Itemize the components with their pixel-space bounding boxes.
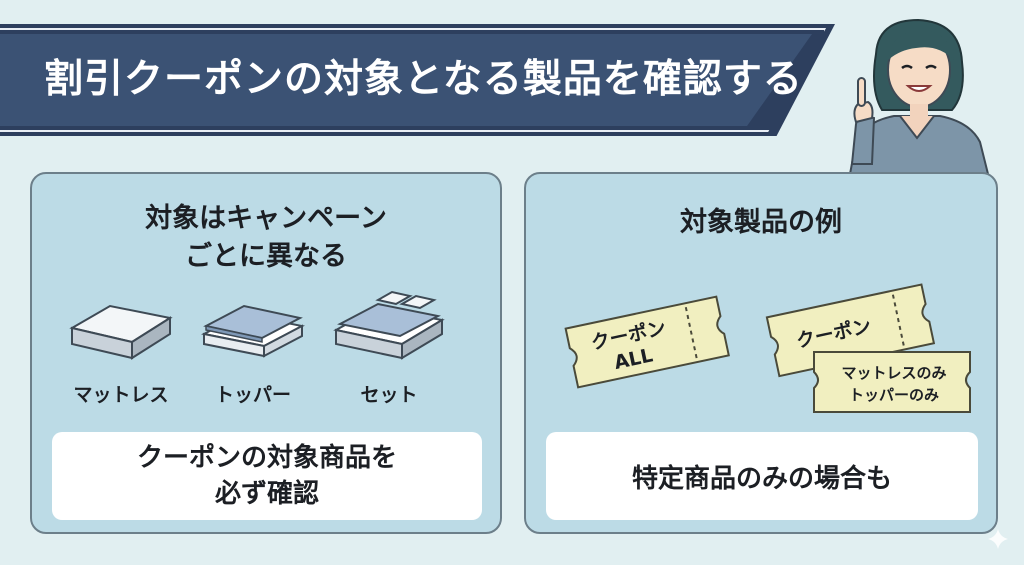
topper-icon <box>201 304 305 358</box>
limited-products-ticket: マットレスのみ トッパーのみ <box>813 351 971 413</box>
ticket-limited-line2: トッパーのみ <box>849 386 939 404</box>
panel-heading-line2: ごとに異なる <box>185 241 347 272</box>
note-line1: クーポンの対象商品を <box>136 443 397 473</box>
mattress-icon <box>69 304 173 360</box>
item-label-mattress: マットレス <box>73 384 169 406</box>
coupon-check-note: クーポンの対象商品を 必ず確認 <box>52 432 482 520</box>
panel-heading-line1: 対象はキャンペーン <box>145 203 387 234</box>
sparkle-icon <box>988 529 1008 549</box>
presenter-illustration <box>848 18 990 174</box>
examples-heading: 対象製品の例 <box>680 207 842 238</box>
note-line2: 必ず確認 <box>214 479 319 509</box>
examples-panel: 対象製品の例 クーポン ALL クーポン マットレスのみ トッパーのみ 特定商品… <box>524 172 998 534</box>
item-label-topper: トッパー <box>214 384 291 406</box>
specific-products-note: 特定商品のみの場合も <box>546 432 978 520</box>
coupon-all-ticket: クーポン ALL <box>564 295 730 389</box>
bed-set-icon <box>333 290 445 360</box>
coupon-ticket: クーポン <box>765 283 936 378</box>
page-title: 割引クーポンの対象となる製品を確認する <box>44 57 803 102</box>
item-label-set: セット <box>360 384 418 406</box>
ticket-limited-line1: マットレスのみ <box>841 364 946 382</box>
specific-products-text: 特定商品のみの場合も <box>631 463 892 494</box>
title-banner <box>0 34 812 126</box>
campaign-panel: 対象はキャンペーン ごとに異なる マットレス トッパー セット クーポンの対象商… <box>30 172 502 534</box>
